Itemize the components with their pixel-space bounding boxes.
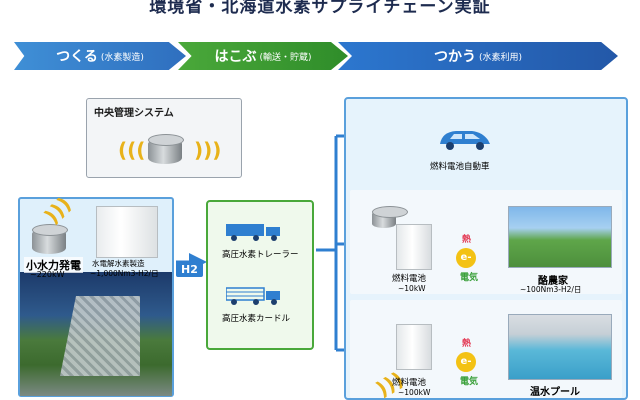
fc1-label: 燃料電池 <box>392 274 427 284</box>
fuel-cell-unit-10kw <box>396 224 432 270</box>
fuel-cell-car-icon <box>440 131 490 150</box>
farm-label: 酪農家 <box>538 276 568 287</box>
page-title: 環境省・北海道水素サプライチェーン実証 <box>149 0 491 17</box>
stage-use-sub: (水素利用) <box>478 52 523 63</box>
h2-tag-production: H2 <box>176 262 203 277</box>
heat-label-farm: 熱 <box>462 235 472 245</box>
fc1-capacity: ~10kW <box>398 284 426 293</box>
pool-label: 温水プール <box>530 387 580 398</box>
dairy-farm-photo <box>508 206 612 268</box>
electricity-label-pool: 電気 <box>460 377 479 387</box>
stage-transport-sub: (輸送・貯蔵) <box>259 52 312 63</box>
stage-use-label: つかう <box>433 49 476 65</box>
plant-label: 小水力発電 <box>24 257 83 273</box>
signal-waves-icon: ))) <box>194 138 222 162</box>
stage-transport: はこぶ(輸送・貯蔵) <box>178 42 348 70</box>
hot-water-pool-photo <box>508 314 612 380</box>
stage-use: つかう(水素利用) <box>338 42 618 70</box>
heat-label-pool: 熱 <box>462 339 472 349</box>
controller-cylinder-icon <box>32 224 68 254</box>
electrolyzer-unit-image <box>96 206 158 258</box>
electron-icon: e- <box>456 352 476 372</box>
stage-make-sub: (水素製造) <box>100 52 144 63</box>
electron-icon: e- <box>456 248 476 268</box>
trailer-truck-icon <box>226 224 280 241</box>
fuel-cell-unit-100kw <box>396 324 432 370</box>
stage-make: つくる(水素製造) <box>14 42 186 70</box>
cylinder-truck-label: 高圧水素カードル <box>222 314 291 324</box>
stage-transport-label: はこぶ <box>214 49 257 65</box>
trailer-label: 高圧水素トレーラー <box>222 250 299 260</box>
electrolysis-label: 水電解水素製造 <box>92 259 145 268</box>
farm-capacity: ~100Nm3-H2/日 <box>520 285 582 294</box>
dam-wall-image <box>60 296 140 376</box>
controller-cylinder-icon <box>372 206 408 228</box>
management-system-label: 中央管理システム <box>94 108 174 119</box>
electricity-label-farm: 電気 <box>460 273 479 283</box>
signal-waves-icon: ((( <box>118 138 146 162</box>
car-label: 燃料電池自動車 <box>430 162 490 172</box>
fc2-label: 燃料電池 <box>392 378 427 388</box>
server-cylinder-icon <box>148 134 184 164</box>
cylinder-truck-icon <box>226 287 280 305</box>
fc2-capacity: ~100kW <box>398 388 431 397</box>
plant-capacity: ~220kW <box>30 270 65 279</box>
stage-make-label: つくる <box>56 49 98 65</box>
electrolysis-capacity: ~1,000Nm3-H2/日 <box>90 269 159 278</box>
